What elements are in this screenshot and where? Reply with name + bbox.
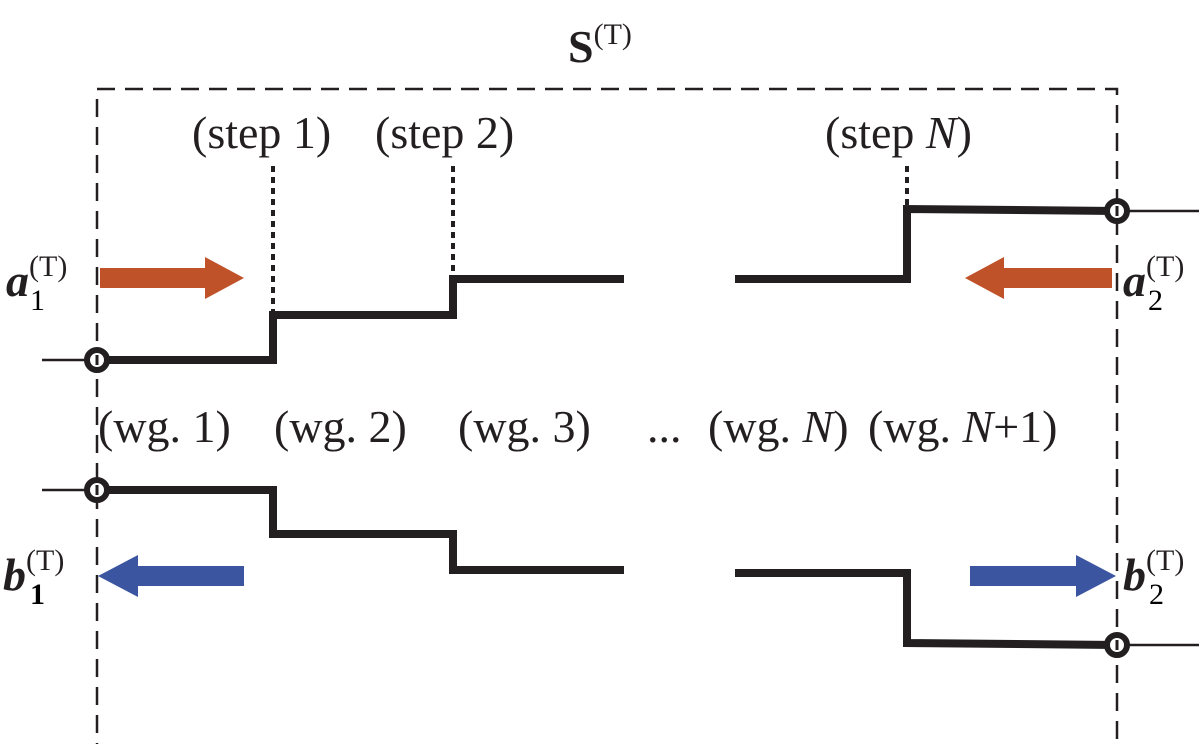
wg-n-plus-1-label: (wg. N+1) bbox=[868, 401, 1058, 452]
wg-2-label: (wg. 2) bbox=[274, 401, 407, 452]
wg-n-suffix: ) bbox=[833, 401, 848, 452]
system-boundary-box bbox=[95, 87, 1119, 744]
a1-label: a(T) bbox=[6, 250, 67, 306]
incident-wave-a2-arrow bbox=[965, 257, 1112, 299]
step-1-label: (step 1) bbox=[192, 107, 331, 158]
b2-symbol: b bbox=[1123, 549, 1146, 600]
a1-subscript: 1 bbox=[30, 284, 45, 317]
wg-n1-prefix: (wg. bbox=[868, 401, 963, 452]
outgoing-wave-b2-arrow bbox=[970, 555, 1116, 597]
lower-wall-right-section bbox=[735, 569, 1118, 649]
wg-n-variable: N bbox=[802, 401, 836, 452]
b1-superscript: (T) bbox=[26, 544, 64, 577]
lower-wall-left-section bbox=[97, 486, 624, 574]
a2-symbol: a bbox=[1123, 255, 1146, 306]
step-2-label: (step 2) bbox=[375, 107, 514, 158]
a2-subscript: 2 bbox=[1148, 284, 1163, 317]
b1-label: b(T) bbox=[3, 544, 64, 600]
outgoing-wave-b1-arrow bbox=[98, 555, 244, 597]
incident-wave-a1-arrow bbox=[100, 257, 244, 299]
step-n-suffix: ) bbox=[957, 107, 972, 158]
wg-n-prefix: (wg. bbox=[708, 401, 803, 452]
wg-n1-suffix: +1) bbox=[993, 401, 1057, 452]
a1-symbol: a bbox=[6, 255, 29, 306]
wg-1-label: (wg. 1) bbox=[98, 401, 231, 452]
a2-superscript: (T) bbox=[1146, 250, 1184, 283]
b2-superscript: (T) bbox=[1146, 544, 1184, 577]
title-symbol: S bbox=[568, 21, 594, 72]
b1-symbol: b bbox=[3, 549, 26, 600]
wg-n1-variable: N bbox=[962, 401, 996, 452]
upper-wall-right-section bbox=[735, 204, 1118, 283]
b1-subscript: 1 bbox=[30, 578, 45, 611]
wg-3-label: (wg. 3) bbox=[458, 401, 591, 452]
step-n-prefix: (step bbox=[825, 107, 926, 158]
wg-ellipsis: ... bbox=[647, 401, 682, 452]
wg-n-label: (wg. N) bbox=[708, 401, 849, 452]
b2-label: b(T) bbox=[1123, 544, 1184, 600]
title-superscript: (T) bbox=[594, 18, 632, 51]
scattering-matrix-title: S(T) bbox=[568, 18, 632, 72]
a2-label: a(T) bbox=[1123, 250, 1184, 306]
step-n-variable: N bbox=[925, 107, 959, 158]
b2-subscript: 2 bbox=[1149, 578, 1164, 611]
a1-superscript: (T) bbox=[29, 250, 67, 283]
step-n-label: (step N) bbox=[825, 107, 972, 158]
upper-wall-left-section bbox=[97, 275, 624, 364]
